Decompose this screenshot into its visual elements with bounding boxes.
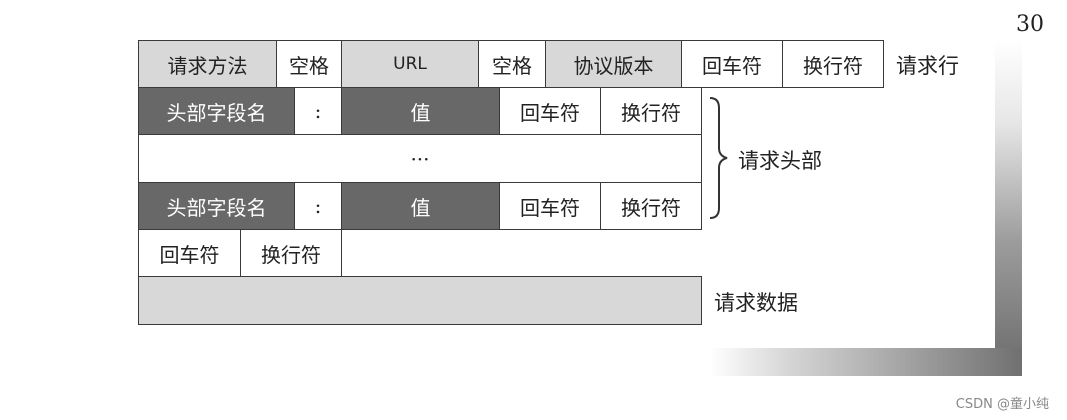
line-feed-cell: 换行符	[600, 87, 702, 135]
header-value-cell: 值	[341, 87, 500, 135]
header-field-name-cell: 头部字段名	[138, 182, 295, 230]
request-body-block	[138, 276, 702, 325]
carriage-return-cell: 回车符	[681, 40, 783, 88]
line-feed-cell: 换行符	[240, 229, 342, 277]
colon-cell: :	[294, 182, 342, 230]
page-shadow-side	[995, 40, 1022, 376]
carriage-return-cell: 回车符	[138, 229, 241, 277]
request-body-label: 请求数据	[714, 291, 798, 315]
ellipsis-row: ···	[138, 134, 702, 183]
carriage-return-cell: 回车符	[499, 182, 601, 230]
space-cell-2: 空格	[478, 40, 546, 88]
space-cell-1: 空格	[276, 40, 342, 88]
header-field-name-cell: 头部字段名	[138, 87, 295, 135]
line-feed-cell: 换行符	[600, 182, 702, 230]
headers-brace-icon	[709, 97, 728, 219]
page-number: 30	[1016, 12, 1044, 37]
header-value-cell: 值	[341, 182, 500, 230]
protocol-version-cell: 协议版本	[545, 40, 682, 88]
request-headers-label: 请求头部	[738, 149, 822, 173]
colon-cell: :	[294, 87, 342, 135]
request-line-label: 请求行	[896, 54, 959, 78]
carriage-return-cell: 回车符	[499, 87, 601, 135]
url-cell: URL	[341, 40, 479, 88]
line-feed-cell: 换行符	[782, 40, 884, 88]
watermark: CSDN @童小纯	[955, 397, 1049, 412]
page-shadow-bottom	[710, 348, 1022, 376]
request-method-cell: 请求方法	[138, 40, 277, 88]
